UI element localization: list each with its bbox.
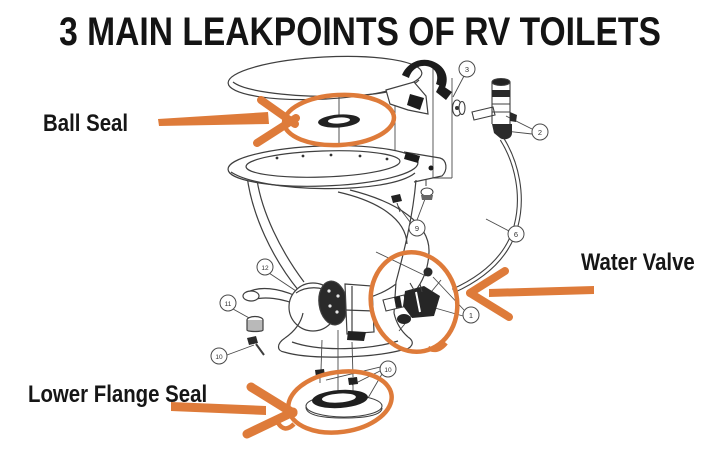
flush-pedal-assembly bbox=[242, 280, 375, 356]
svg-text:9: 9 bbox=[415, 224, 419, 233]
svg-text:10: 10 bbox=[384, 367, 392, 374]
lower-flange-seal-arrow bbox=[171, 382, 298, 439]
svg-text:10: 10 bbox=[215, 354, 223, 361]
svg-text:3: 3 bbox=[465, 65, 469, 74]
callout-9: 9 bbox=[408, 219, 426, 237]
callout-6: 6 bbox=[507, 225, 525, 243]
highlights bbox=[276, 92, 460, 435]
lower-flange-seal-label: Lower Flange Seal bbox=[28, 381, 208, 408]
grommet-part bbox=[451, 99, 466, 117]
callout-11: 11 bbox=[219, 294, 237, 312]
callout-10-right: 10 bbox=[379, 360, 397, 378]
callout-12: 12 bbox=[256, 258, 274, 276]
toilet-lid bbox=[227, 55, 452, 115]
callout-3: 3 bbox=[458, 60, 476, 78]
water-valve-label: Water Valve bbox=[581, 249, 695, 276]
toilet-base bbox=[277, 312, 413, 358]
callouts: 3 2 9 6 12 11 bbox=[210, 60, 549, 378]
svg-text:11: 11 bbox=[225, 301, 232, 308]
toilet-seat-rim bbox=[227, 145, 447, 190]
lower-flange-seal-part bbox=[305, 389, 383, 419]
ball-seal-part bbox=[318, 114, 360, 128]
callout-2: 2 bbox=[531, 123, 549, 141]
water-hose bbox=[451, 137, 522, 294]
lid-hinge bbox=[385, 59, 452, 115]
callout-1: 1 bbox=[462, 306, 480, 324]
water-valve-highlight-ring bbox=[368, 250, 460, 354]
water-valve-arrow bbox=[466, 267, 594, 321]
ball-seal-arrow bbox=[158, 96, 300, 147]
rim-jet-holes bbox=[275, 153, 389, 161]
callout-10-left: 10 bbox=[210, 347, 228, 365]
svg-text:12: 12 bbox=[261, 265, 269, 272]
page-title: 3 MAIN LEAKPOINTS OF RV TOILETS bbox=[59, 10, 661, 54]
pedal-bolt-part bbox=[247, 336, 265, 356]
vacuum-breaker-assembly bbox=[451, 77, 517, 140]
pedal-cap-part bbox=[246, 315, 264, 333]
seat-mount-bolts bbox=[391, 179, 434, 213]
svg-text:2: 2 bbox=[538, 128, 542, 137]
annotation-arrows bbox=[158, 96, 594, 439]
svg-text:1: 1 bbox=[469, 311, 473, 320]
water-valve-assembly bbox=[382, 267, 440, 324]
ball-seal-label: Ball Seal bbox=[43, 110, 129, 137]
svg-text:6: 6 bbox=[514, 230, 518, 239]
